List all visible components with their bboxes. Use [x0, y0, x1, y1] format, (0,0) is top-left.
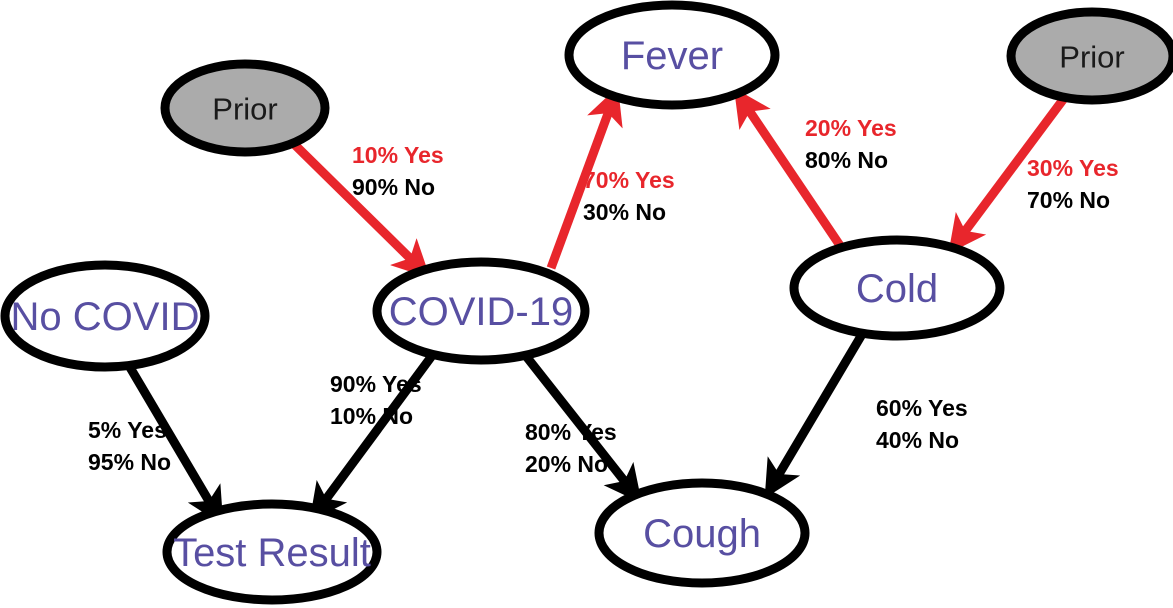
edge-cold-to-fever: [733, 88, 845, 250]
edges-layer: [124, 86, 1072, 526]
node-cold[interactable]: Cold: [789, 235, 1005, 341]
node-label-test_result: Test Result: [173, 531, 371, 575]
edge-label-no-cold-to-cough: 40% No: [876, 427, 959, 453]
node-label-no_covid: No COVID: [11, 295, 200, 339]
node-ellipse-prior_covid: [160, 59, 330, 157]
edge-label-covid19-to-test-result: 90% Yes 10% No: [330, 371, 422, 429]
node-ellipse-prior_cold: [1006, 7, 1173, 105]
node-cough[interactable]: Cough: [594, 478, 810, 588]
edge-label-no-no-covid-to-test-result: 95% No: [88, 449, 171, 475]
node-label-cold: Cold: [856, 267, 938, 311]
edge-label-yes-cold-to-cough: 60% Yes: [876, 395, 968, 421]
edge-label-yes-prior-covid-to-covid19: 10% Yes: [352, 142, 444, 168]
edge-label-yes-no-covid-to-test-result: 5% Yes: [88, 417, 167, 443]
edge-label-cold-to-cough: 60% Yes 40% No: [876, 395, 968, 453]
node-label-cough: Cough: [643, 512, 761, 556]
node-covid19[interactable]: COVID-19: [372, 257, 590, 365]
edge-label-prior-cold-to-cold: 30% Yes 70% No: [1027, 155, 1119, 213]
node-ellipse-test_result: [162, 499, 382, 605]
edge-cold-to-cough: [764, 328, 868, 499]
node-prior_cold[interactable]: Prior: [1006, 7, 1173, 105]
edge-label-cold-to-fever: 20% Yes 80% No: [805, 115, 897, 173]
node-label-prior_cold: Prior: [1059, 40, 1124, 75]
edge-label-yes-cold-to-fever: 20% Yes: [805, 115, 897, 141]
edge-label-yes-prior-cold-to-cold: 30% Yes: [1027, 155, 1119, 181]
node-label-fever: Fever: [621, 34, 723, 78]
edge-label-no-prior-covid-to-covid19: 90% No: [352, 174, 435, 200]
node-label-covid19: COVID-19: [389, 290, 574, 334]
node-ellipse-cough: [594, 478, 810, 588]
node-label-prior_covid: Prior: [212, 92, 277, 127]
edge-label-no-covid-to-test-result: 5% Yes 95% No: [88, 417, 171, 475]
edge-covid19-to-test-result: [309, 350, 438, 522]
edge-label-no-covid19-to-cough: 20% No: [525, 451, 608, 477]
node-ellipse-fever: [564, 0, 780, 110]
edge-prior-cold-to-cold: [948, 90, 1072, 254]
node-ellipse-covid19: [372, 257, 590, 365]
edge-covid19-to-fever: [546, 86, 623, 270]
node-fever[interactable]: Fever: [564, 0, 780, 110]
node-no_covid[interactable]: No COVID: [0, 260, 210, 372]
node-ellipse-cold: [789, 235, 1005, 341]
edge-prior-covid-to-covid19: [289, 139, 431, 279]
edge-label-no-covid19-to-test-result: 10% No: [330, 403, 413, 429]
edge-label-covid19-to-cough: 80% Yes 20% No: [525, 419, 617, 477]
edge-label-no-covid19-to-fever: 30% No: [583, 199, 666, 225]
edge-no-covid-to-test-result: [124, 361, 224, 526]
edge-label-no-prior-cold-to-cold: 70% No: [1027, 187, 1110, 213]
edge-label-covid19-to-fever: 70% Yes 30% No: [583, 167, 675, 225]
node-ellipse-no_covid: [0, 260, 210, 372]
node-prior_covid[interactable]: Prior: [160, 59, 330, 157]
edge-label-no-cold-to-fever: 80% No: [805, 147, 888, 173]
edge-label-yes-covid19-to-fever: 70% Yes: [583, 167, 675, 193]
edge-covid19-to-cough: [518, 348, 642, 504]
node-test_result[interactable]: Test Result: [162, 499, 382, 605]
edge-labels-layer: 10% Yes 90% No 70% Yes 30% No 20% Yes 80% No 3…: [88, 115, 1119, 477]
edge-label-prior-covid-to-covid19: 10% Yes 90% No: [352, 142, 444, 200]
edge-label-yes-covid19-to-test-result: 90% Yes: [330, 371, 422, 397]
edge-label-yes-covid19-to-cough: 80% Yes: [525, 419, 617, 445]
